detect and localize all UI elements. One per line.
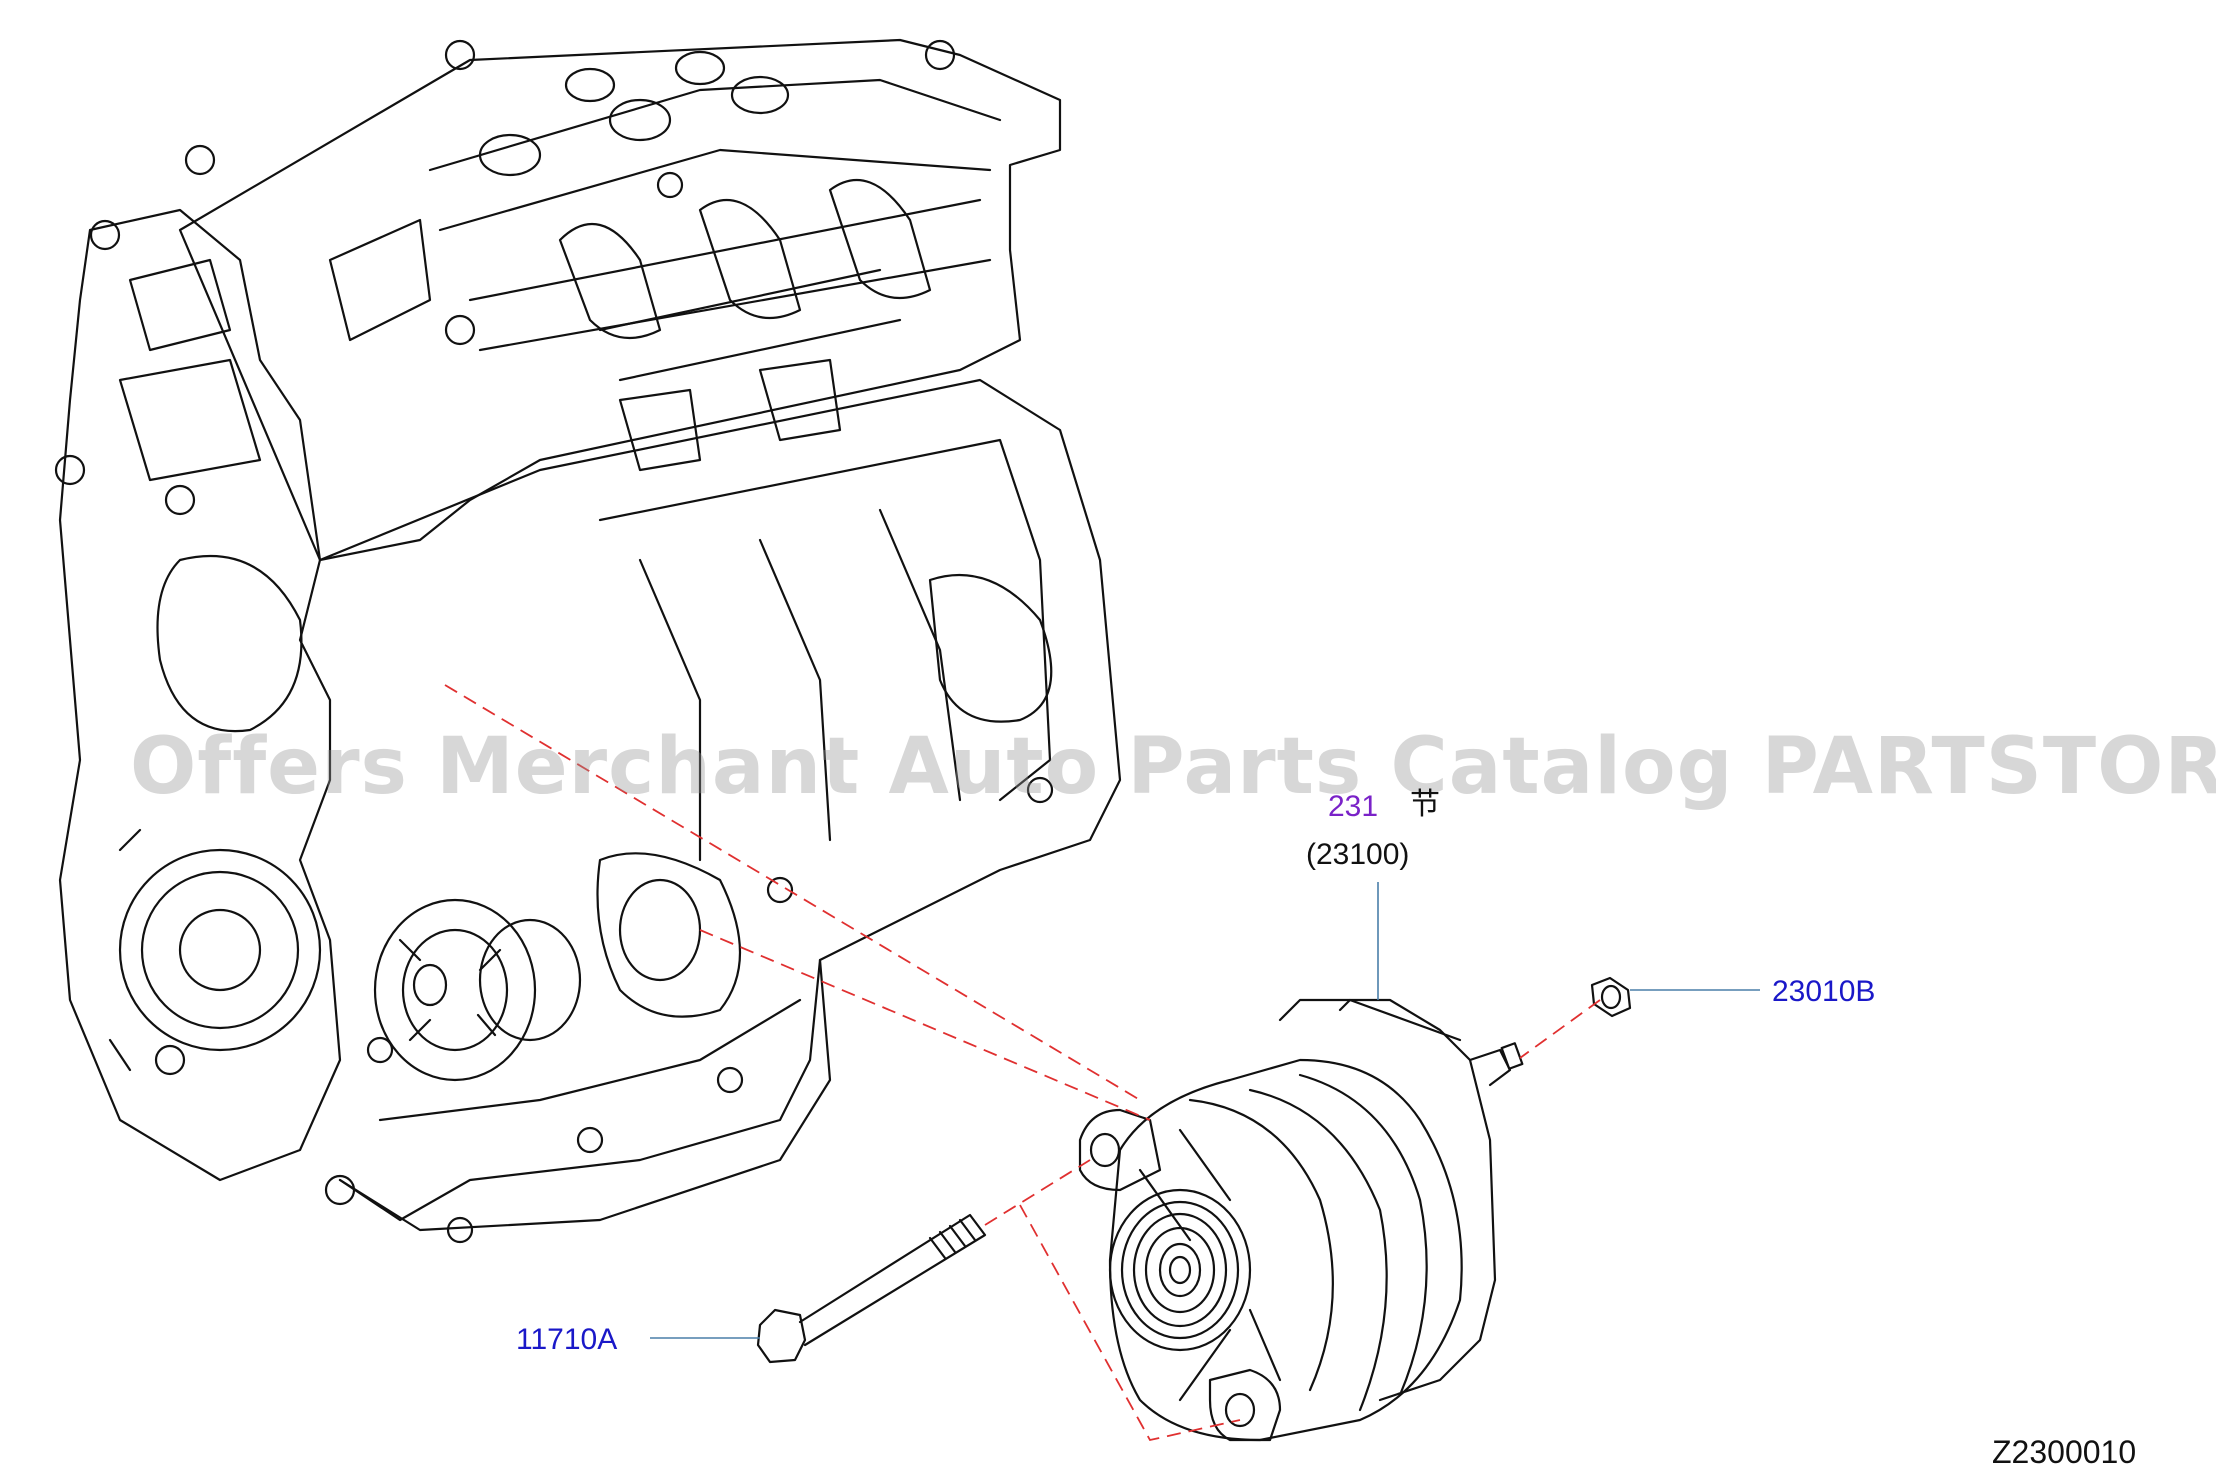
group-symbol-label: 节 [1410,788,1440,821]
nut-23010b-illustration [1590,976,1632,1018]
group-number-label[interactable]: 231 [1328,790,1379,823]
bolt-part-label[interactable]: 11710A [516,1323,618,1356]
leader-lines [650,882,1760,1339]
engine-block-illustration [54,38,1122,1244]
dashed-guide-lines [444,684,1601,1442]
water-pump-pulley-illustration [373,898,582,1082]
nut-part-label[interactable]: 23010B [1772,975,1876,1008]
watermark-text: Offers Merchant Auto Parts Catalog PARTS… [130,722,2216,812]
assembly-number-label[interactable]: (23100) [1306,838,1410,871]
diagram-id-label: Z2300010 [1992,1434,2137,1470]
bolt-11710a-illustration [756,1213,987,1364]
alternator-pulley-illustration [1108,1188,1252,1352]
alternator-illustration [1078,998,1524,1442]
